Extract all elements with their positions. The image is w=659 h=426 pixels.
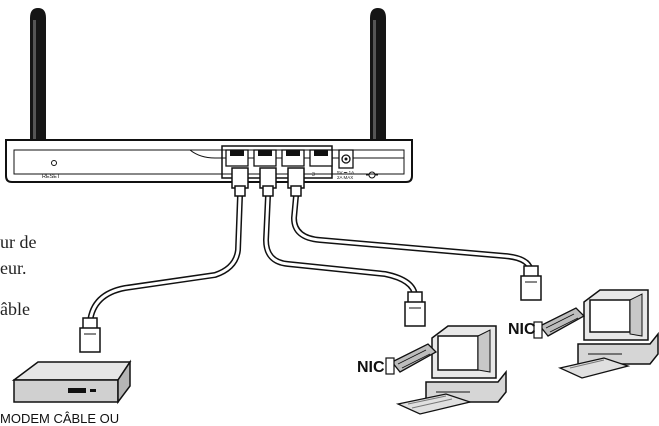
router-plug-2 — [259, 167, 277, 197]
cable-to-computer-left — [262, 193, 418, 299]
ethernet-port-4 — [309, 149, 333, 167]
power-symbol-icon — [366, 171, 378, 179]
computer-right — [557, 289, 659, 379]
nic-card-left — [385, 343, 438, 375]
cable-to-modem — [87, 193, 243, 325]
router-plug-1 — [231, 167, 249, 197]
nic-label-right: NIC — [508, 321, 536, 338]
router-plug-3 — [287, 167, 305, 197]
instruction-text-line-3: âble — [0, 299, 30, 319]
reset-label: RESET — [42, 174, 61, 180]
ethernet-port-3 — [281, 149, 305, 167]
plug-computer-left — [404, 291, 426, 327]
cable-to-computer-right — [290, 193, 534, 275]
instruction-text-line-1: ur de — [0, 232, 37, 252]
modem-caption: MODEM CÂBLE OU — [0, 411, 120, 426]
router-body: RESET 3 5V ⎓ 1A 2A MAX — [5, 139, 413, 183]
nic-card-right — [533, 307, 586, 339]
nic-label-left: NIC — [357, 359, 385, 376]
plug-modem — [79, 317, 101, 353]
power-jack — [338, 149, 354, 169]
modem-device — [11, 359, 132, 405]
ethernet-port-2 — [253, 149, 277, 167]
ethernet-port-1 — [225, 149, 249, 167]
plug-computer-right — [520, 265, 542, 301]
power-spec-line1: 5V ⎓ 1A — [337, 170, 354, 175]
power-spec-line2: 2A MAX — [337, 175, 353, 180]
port-number-label: 3 — [312, 172, 315, 178]
instruction-text-line-2: eur. — [0, 258, 27, 278]
computer-left — [395, 325, 507, 415]
